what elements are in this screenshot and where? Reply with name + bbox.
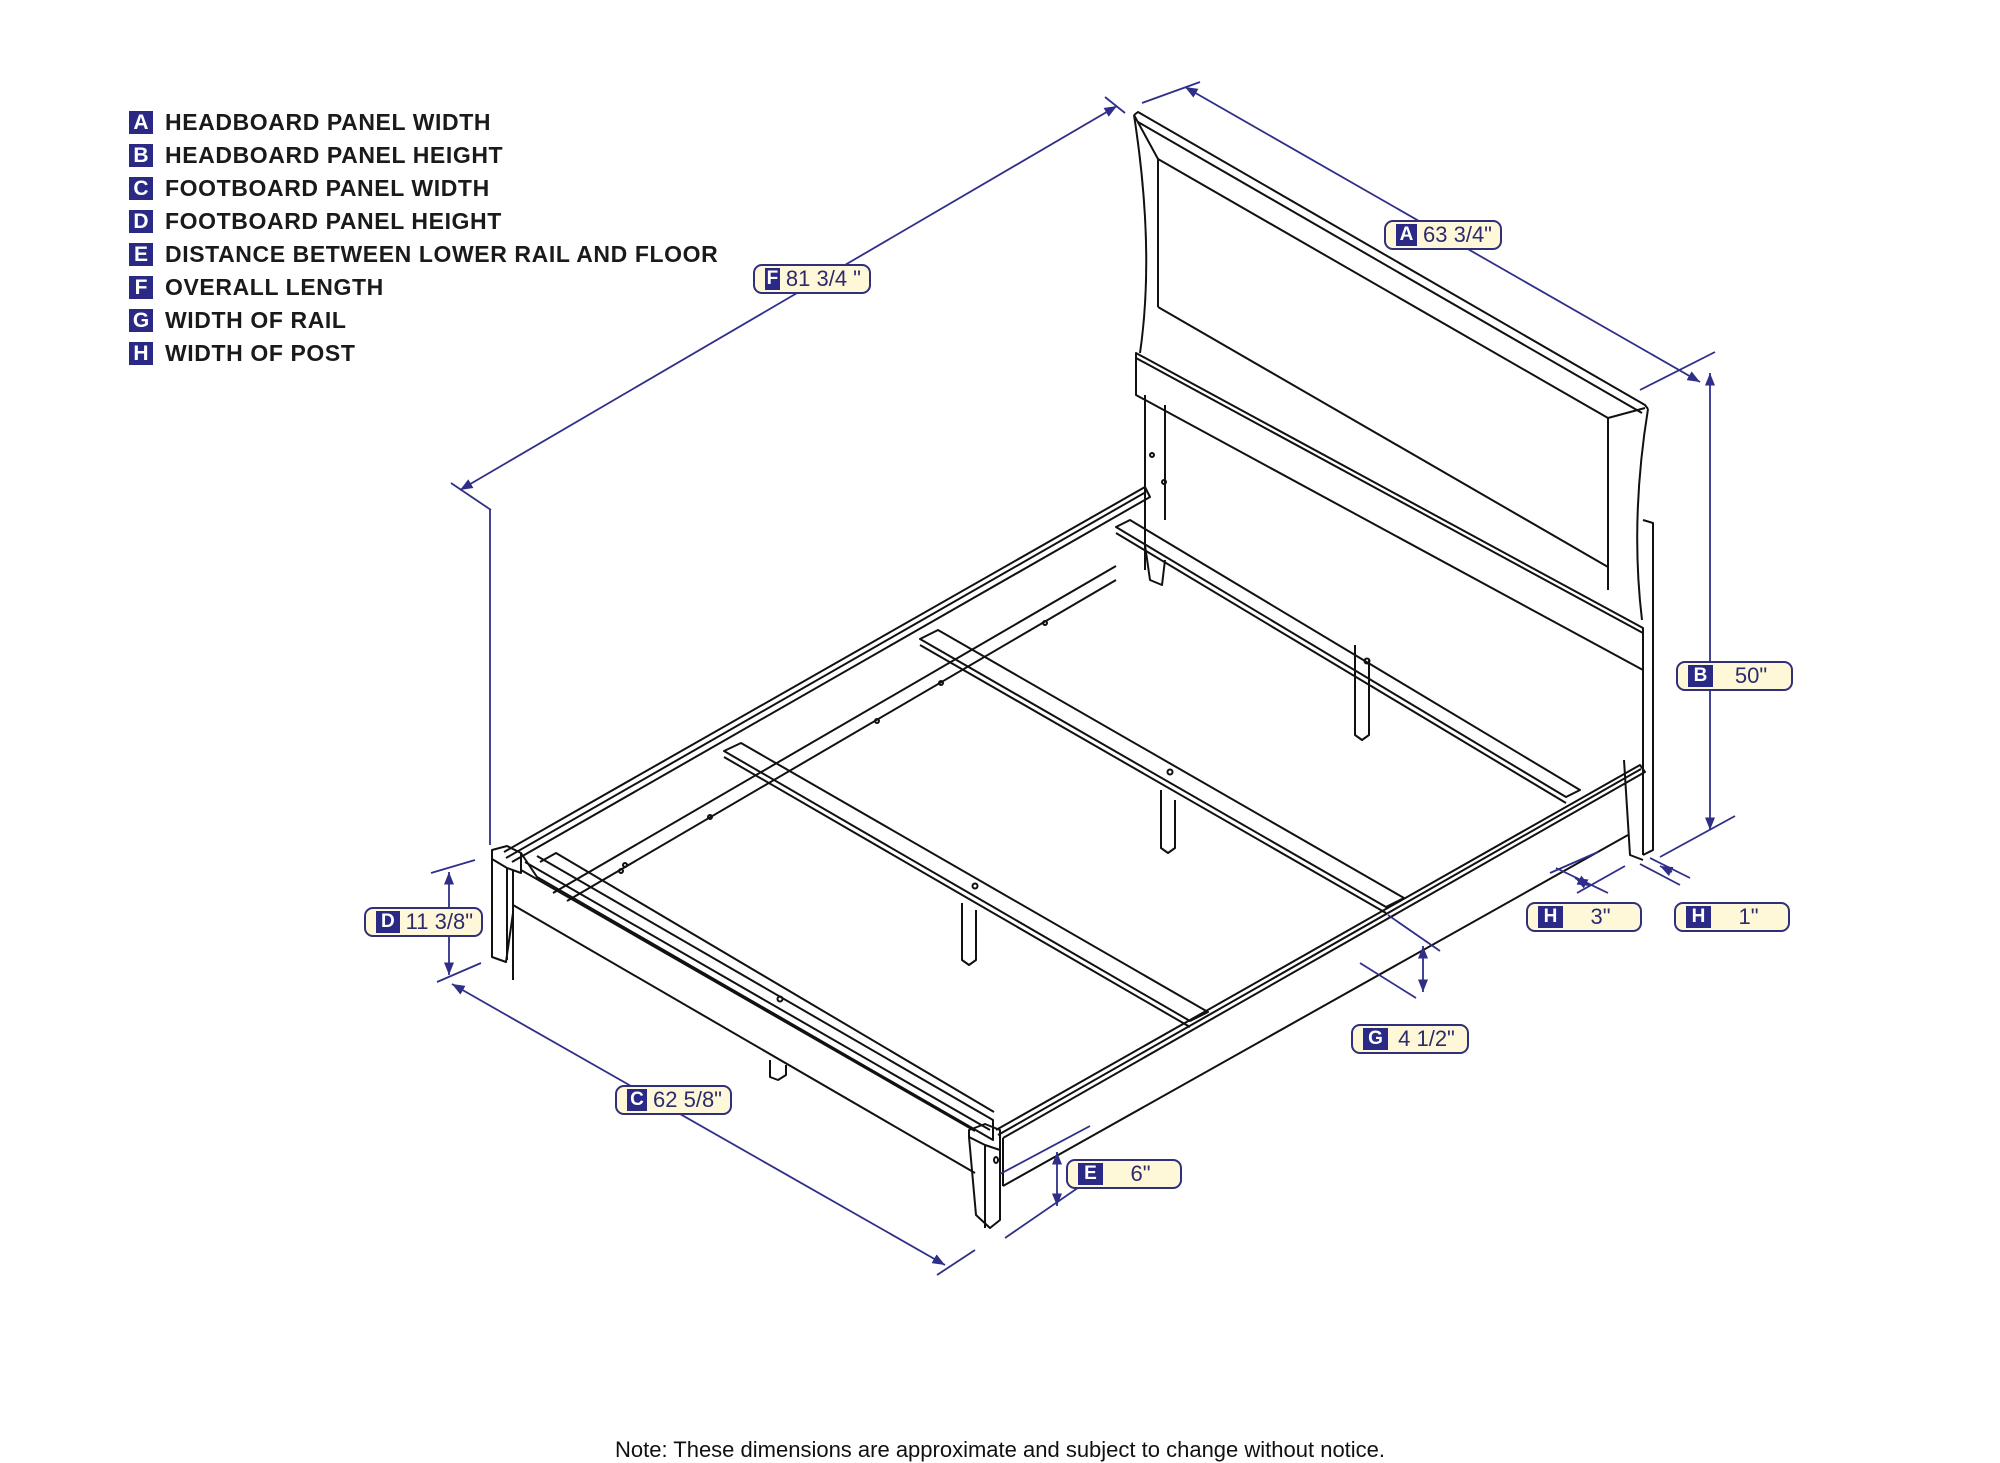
dimension-badge-d: D: [376, 911, 400, 933]
dimension-label-h-1: H 1": [1674, 902, 1790, 932]
dimension-badge-e: E: [1078, 1163, 1103, 1185]
legend-badge-e: E: [129, 243, 153, 266]
side-rail-left: [503, 486, 1151, 902]
dimension-value-d: 11 3/8": [405, 909, 473, 934]
dimension-value-h-1: 1": [1738, 904, 1759, 929]
footboard: [491, 845, 1001, 1229]
legend-text-c: FOOTBOARD PANEL WIDTH: [165, 175, 490, 201]
dimension-value-a: 63 3/4": [1423, 222, 1492, 247]
legend-item-a: A HEADBOARD PANEL WIDTH: [129, 106, 718, 139]
legend-badge-g: G: [129, 309, 153, 332]
dimension-value-b: 50": [1734, 663, 1768, 688]
dimension-e-line: [999, 1125, 1091, 1239]
legend-badge-f: F: [129, 276, 153, 299]
dimension-label-a: A 63 3/4": [1384, 220, 1502, 250]
dimension-value-g: 4 1/2": [1398, 1026, 1455, 1051]
disclaimer-note: Note: These dimensions are approximate a…: [614, 1437, 1386, 1462]
dimension-badge-f: F: [765, 268, 780, 290]
slat-middle: [919, 629, 1405, 914]
dimension-c-line: [451, 983, 976, 1276]
legend-text-a: HEADBOARD PANEL WIDTH: [165, 109, 492, 135]
legend-text-g: WIDTH OF RAIL: [165, 307, 347, 333]
slat-headend: [1115, 519, 1581, 804]
dimension-badge-b: B: [1688, 665, 1713, 687]
legend-text-d: FOOTBOARD PANEL HEIGHT: [165, 208, 502, 234]
dimension-badge-g: G: [1363, 1028, 1388, 1050]
dimension-badge-h-3: H: [1538, 906, 1563, 928]
legend-text-b: HEADBOARD PANEL HEIGHT: [165, 142, 504, 168]
dimension-badge-h-1: H: [1686, 906, 1711, 928]
side-rail-right: [995, 764, 1646, 1187]
legend-text-h: WIDTH OF POST: [165, 340, 356, 366]
legend-badge-a: A: [129, 111, 153, 134]
legend-item-f: F OVERALL LENGTH: [129, 271, 718, 304]
legend-item-d: D FOOTBOARD PANEL HEIGHT: [129, 205, 718, 238]
dimension-b-line: [1659, 373, 1736, 858]
dimension-value-e: 6": [1130, 1161, 1151, 1186]
legend-item-b: B HEADBOARD PANEL HEIGHT: [129, 139, 718, 172]
legend-badge-c: C: [129, 177, 153, 200]
legend-text-f: OVERALL LENGTH: [165, 274, 384, 300]
dimension-value-h-3: 3": [1590, 904, 1611, 929]
legend-badge-b: B: [129, 144, 153, 167]
dimension-value-c: 62 5/8": [653, 1087, 722, 1112]
dimension-label-d: D 11 3/8": [364, 907, 483, 937]
dimension-badge-a: A: [1396, 224, 1418, 246]
dimension-label-f: F 81 3/4 ": [753, 264, 871, 294]
dimension-label-e: E 6": [1066, 1159, 1182, 1189]
legend-badge-d: D: [129, 210, 153, 233]
legend-item-g: G WIDTH OF RAIL: [129, 304, 718, 337]
legend-item-c: C FOOTBOARD PANEL WIDTH: [129, 172, 718, 205]
dimension-h-lines: [1549, 851, 1691, 894]
dimension-value-f: 81 3/4 ": [785, 266, 861, 291]
dimension-f-line: [450, 96, 1126, 845]
dimension-badge-c: C: [627, 1089, 648, 1111]
dimension-g-line: [1359, 914, 1441, 999]
dimension-label-h-3: H 3": [1526, 902, 1642, 932]
dimension-label-g: G 4 1/2": [1351, 1024, 1469, 1054]
legend-item-h: H WIDTH OF POST: [129, 337, 718, 370]
legend-badge-h: H: [129, 342, 153, 365]
dimension-label-c: C 62 5/8": [615, 1085, 732, 1115]
legend: A HEADBOARD PANEL WIDTH B HEADBOARD PANE…: [129, 106, 718, 370]
bed-frame: [491, 111, 1654, 1229]
dimension-label-b: B 50": [1676, 661, 1793, 691]
